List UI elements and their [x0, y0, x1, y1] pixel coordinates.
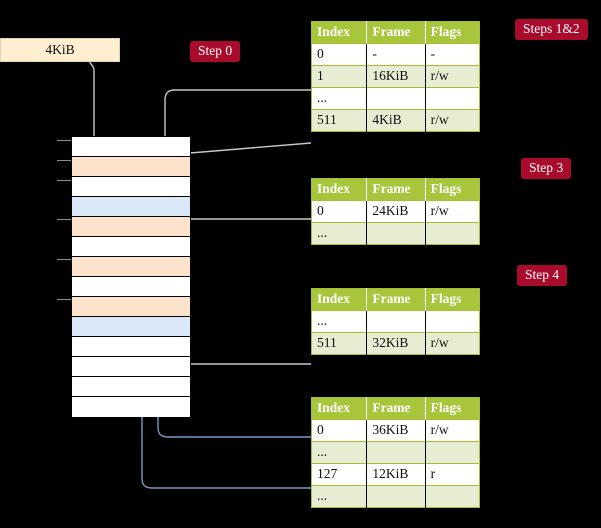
table-row: ...: [311, 222, 480, 245]
column-header-flags: Flags: [425, 178, 480, 201]
memory-frame: [72, 297, 190, 317]
memory-frame: [72, 137, 190, 157]
memory-frame: [72, 377, 190, 397]
memory-frame: [72, 357, 190, 377]
memory-frame: [72, 237, 190, 257]
memory-frame: [72, 337, 190, 357]
table-row: ...: [311, 87, 480, 110]
request-size-label: 4KiB: [45, 42, 75, 57]
cell-frame: 36KiB: [366, 419, 426, 442]
cell-index: ...: [311, 485, 368, 508]
cell-index: ...: [311, 87, 368, 110]
table-row: ...: [311, 310, 480, 333]
cell-index: ...: [311, 310, 368, 333]
column-header-index: Index: [311, 21, 368, 44]
step-label-steps-1-2: Steps 1&2: [515, 19, 588, 40]
step-label-step-4: Step 4: [517, 265, 568, 286]
cell-index: 511: [311, 109, 368, 132]
cell-frame: 12KiB: [366, 463, 426, 486]
cell-frame: [366, 310, 426, 333]
column-header-index: Index: [311, 397, 368, 420]
cell-flags: [425, 485, 480, 508]
column-header-frame: Frame: [366, 288, 426, 311]
column-header-frame: Frame: [366, 21, 426, 44]
cell-frame: -: [366, 43, 426, 66]
cell-frame: 16KiB: [366, 65, 426, 88]
memory-frame: [72, 157, 190, 177]
memory-frame: [72, 257, 190, 277]
cell-frame: 32KiB: [366, 332, 426, 355]
request-size-box: 4KiB: [0, 38, 120, 62]
cell-flags: [425, 222, 480, 245]
memory-frame: [72, 397, 190, 417]
cell-flags: r/w: [425, 109, 480, 132]
physical-memory-column: [71, 136, 191, 417]
column-header-frame: Frame: [366, 178, 426, 201]
cell-frame: [366, 222, 426, 245]
cell-frame: [366, 87, 426, 110]
cell-frame: [366, 485, 426, 508]
cell-flags: r/w: [425, 200, 480, 223]
cell-flags: r/w: [425, 65, 480, 88]
cell-index: 0: [311, 419, 368, 442]
cell-flags: [425, 87, 480, 110]
memory-frame: [72, 317, 190, 337]
cell-frame: 24KiB: [366, 200, 426, 223]
memory-frame: [72, 277, 190, 297]
column-header-flags: Flags: [425, 288, 480, 311]
table-row: 0--: [311, 43, 480, 66]
cell-flags: r: [425, 463, 480, 486]
cell-flags: r/w: [425, 332, 480, 355]
memory-frame: [72, 197, 190, 217]
column-header-index: Index: [311, 288, 368, 311]
cell-index: 0: [311, 200, 368, 223]
cell-index: 1: [311, 65, 368, 88]
step-label-step-0: Step 0: [190, 41, 241, 62]
cell-flags: -: [425, 43, 480, 66]
table-row: ...: [311, 485, 480, 508]
cell-index: 127: [311, 463, 368, 486]
cell-flags: [425, 310, 480, 333]
column-header-index: Index: [311, 178, 368, 201]
cell-index: 511: [311, 332, 368, 355]
memory-frame: [72, 177, 190, 197]
cell-flags: r/w: [425, 419, 480, 442]
cell-flags: [425, 441, 480, 464]
column-header-frame: Frame: [366, 397, 426, 420]
column-header-flags: Flags: [425, 397, 480, 420]
cell-index: 0: [311, 43, 368, 66]
cell-index: ...: [311, 441, 368, 464]
step-label-step-3: Step 3: [521, 158, 572, 179]
memory-frame: [72, 217, 190, 237]
cell-frame: 4KiB: [366, 109, 426, 132]
cell-frame: [366, 441, 426, 464]
column-header-flags: Flags: [425, 21, 480, 44]
table-row: ...: [311, 441, 480, 464]
cell-index: ...: [311, 222, 368, 245]
